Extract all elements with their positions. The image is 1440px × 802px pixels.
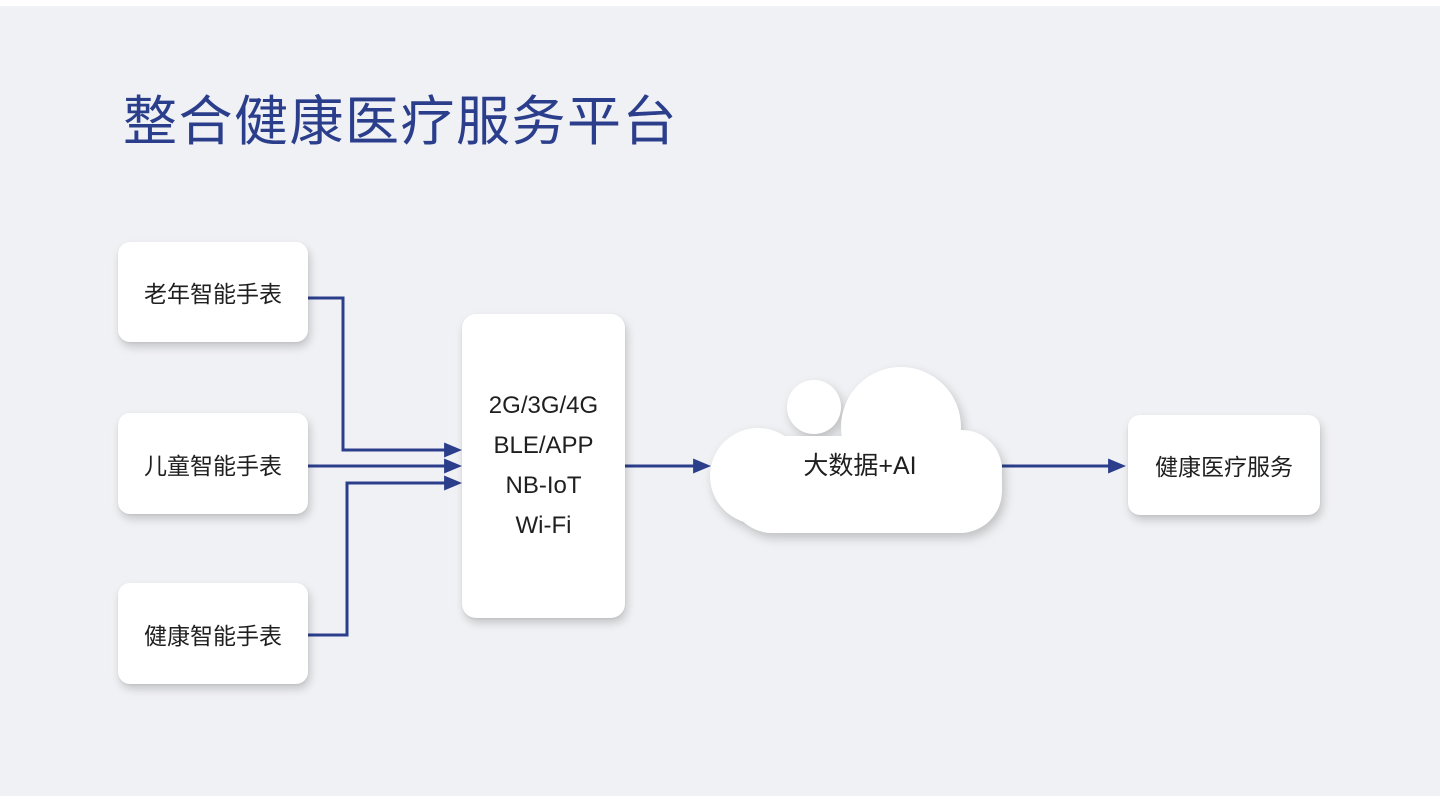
node-health-medical-service-label: 健康医疗服务 [1155,454,1293,480]
gateway-line-nbiot: NB-IoT [505,472,582,499]
cloud-label: 大数据+AI [803,452,917,480]
node-elderly-smartwatch: 老年智能手表 [118,242,308,342]
gateway-line-wifi: Wi-Fi [515,512,572,539]
node-connectivity-gateway: 2G/3G/4G BLE/APP NB-IoT Wi-Fi [462,314,625,618]
slide-edge-top [0,0,1440,6]
gateway-line-cellular: 2G/3G/4G [488,392,599,419]
node-health-medical-service: 健康医疗服务 [1128,415,1320,515]
node-health-smartwatch: 健康智能手表 [118,583,308,684]
page-title: 整合健康医疗服务平台 [123,92,678,152]
node-health-smartwatch-label: 健康智能手表 [144,622,282,649]
gateway-line-ble-app: BLE/APP [493,432,594,459]
node-children-smartwatch-label: 儿童智能手表 [144,452,282,479]
bigdata-cloud-shape [710,367,1002,533]
node-elderly-smartwatch-label: 老年智能手表 [144,281,282,307]
node-children-smartwatch: 儿童智能手表 [118,413,308,514]
cloud-icon [710,367,1002,533]
slide-edge-bottom [0,796,1440,802]
